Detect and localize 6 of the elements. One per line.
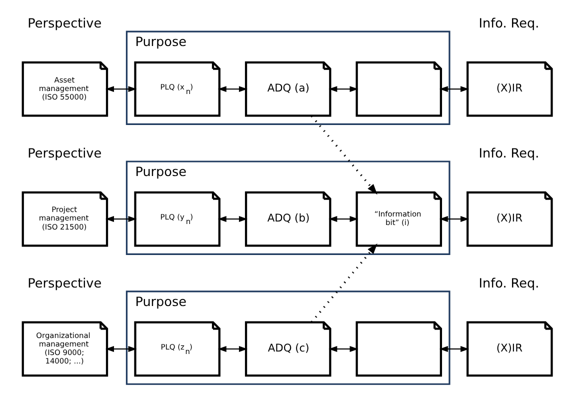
label: Perspective bbox=[28, 16, 102, 32]
label: Info. Req. bbox=[478, 146, 540, 162]
label: Info. Req. bbox=[478, 16, 540, 32]
label: Perspective bbox=[28, 276, 102, 292]
label: Info. Req. bbox=[478, 276, 540, 292]
label: Perspective bbox=[28, 146, 102, 162]
